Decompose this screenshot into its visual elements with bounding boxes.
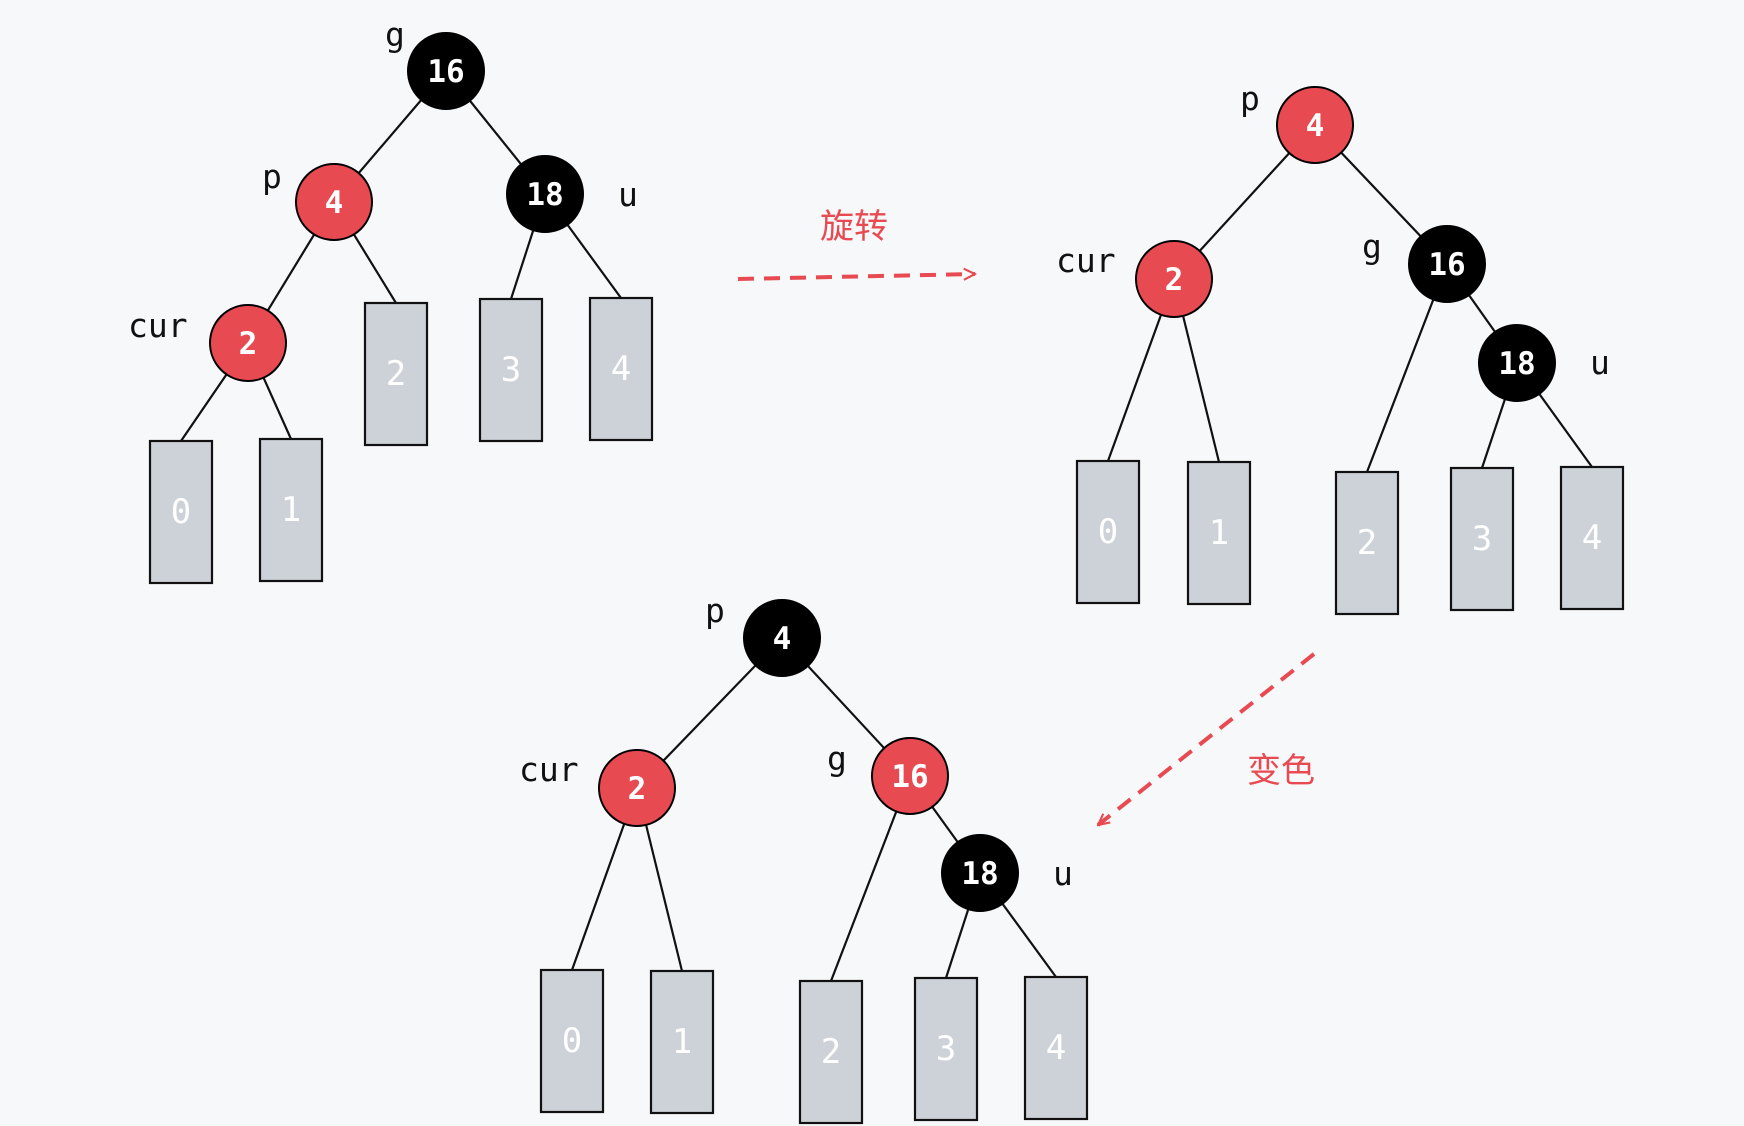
node-role-label: g — [827, 739, 847, 778]
tree-node-black — [1408, 225, 1486, 303]
nil-leaf-box — [1186, 460, 1252, 606]
role-labels-layer: g p u cur p cur g u p cur g u — [128, 15, 1610, 893]
tree-node-black — [941, 834, 1019, 912]
nil-leaf-label: 1 — [1209, 513, 1229, 553]
node-role-label: p — [262, 157, 282, 196]
node-role-label: cur — [1056, 241, 1116, 280]
tree-node-black — [506, 155, 584, 233]
nil-leaf-box — [1449, 466, 1515, 612]
tree-node-key: 2 — [628, 771, 647, 807]
tree-node-key: 2 — [239, 326, 258, 362]
node-role-label: g — [1362, 227, 1382, 266]
nil-leaf-box — [588, 296, 654, 442]
recolor-arrow — [1098, 652, 1316, 827]
tree-node-red — [295, 163, 373, 241]
node-role-label: u — [618, 175, 638, 214]
nil-leaf-label: 4 — [611, 349, 631, 389]
nil-leaf-label: 1 — [672, 1022, 692, 1062]
tree-node-red — [1276, 86, 1354, 164]
tree-node-black — [1478, 324, 1556, 402]
tree-node-black — [743, 599, 821, 677]
nil-leaf-box — [363, 301, 429, 447]
nil-leaf-box — [148, 439, 214, 585]
node-role-label: p — [1240, 79, 1260, 118]
leaves-layer: 0 1 2 3 4 0 1 2 3 4 0 1 2 3 4 — [148, 296, 1625, 1125]
node-role-label: g — [385, 15, 405, 54]
nil-leaf-box — [258, 437, 324, 583]
node-role-label: u — [1590, 343, 1610, 382]
tree-node-key: 4 — [773, 621, 792, 657]
tree-node-key: 18 — [961, 856, 998, 892]
nil-leaf-box — [649, 969, 715, 1115]
node-role-label: u — [1053, 854, 1073, 893]
tree-node-key: 4 — [1306, 108, 1325, 144]
tree-node-red — [1135, 240, 1213, 318]
rotate-label: 旋转 — [820, 207, 888, 247]
nil-leaf-label: 4 — [1046, 1028, 1066, 1068]
rotate-arrow — [737, 274, 975, 281]
nil-leaf-label: 4 — [1582, 518, 1602, 558]
nil-leaf-box — [913, 976, 979, 1122]
tree-node-key: 18 — [526, 177, 563, 213]
nil-leaf-box — [1334, 470, 1400, 616]
tree-node-black — [407, 32, 485, 110]
nil-leaf-box — [1075, 459, 1141, 605]
tree-node-red — [871, 737, 949, 815]
nil-leaf-box — [539, 968, 605, 1114]
nil-leaf-label: 3 — [1472, 519, 1492, 559]
tree-node-key: 16 — [1428, 247, 1465, 283]
nil-leaf-box — [1559, 465, 1625, 611]
node-role-label: cur — [128, 306, 188, 345]
nil-leaf-box — [1023, 975, 1089, 1121]
nil-leaf-label: 0 — [562, 1021, 582, 1061]
tree-node-red — [598, 749, 676, 827]
recolor-label: 变色 — [1247, 751, 1315, 791]
nil-leaf-box — [798, 979, 864, 1125]
nil-leaf-label: 2 — [821, 1032, 841, 1072]
node-role-label: p — [705, 591, 725, 630]
tree-node-red — [209, 304, 287, 382]
nil-leaf-box — [478, 297, 544, 443]
nil-leaf-label: 0 — [1098, 512, 1118, 552]
nil-leaf-label: 3 — [936, 1029, 956, 1069]
nodes-layer: 16 4 18 2 4 2 16 18 4 2 16 18 — [209, 32, 1556, 912]
tree-node-key: 4 — [325, 185, 344, 221]
nil-leaf-label: 2 — [386, 354, 406, 394]
node-role-label: cur — [519, 750, 579, 789]
tree-node-key: 18 — [1498, 346, 1535, 382]
tree-node-key: 16 — [891, 759, 928, 795]
nil-leaf-label: 2 — [1357, 523, 1377, 563]
nil-leaf-label: 1 — [281, 490, 301, 530]
tree-node-key: 2 — [1165, 262, 1184, 298]
nil-leaf-label: 0 — [171, 492, 191, 532]
tree-node-key: 16 — [427, 54, 464, 90]
nil-leaf-label: 3 — [501, 350, 521, 390]
